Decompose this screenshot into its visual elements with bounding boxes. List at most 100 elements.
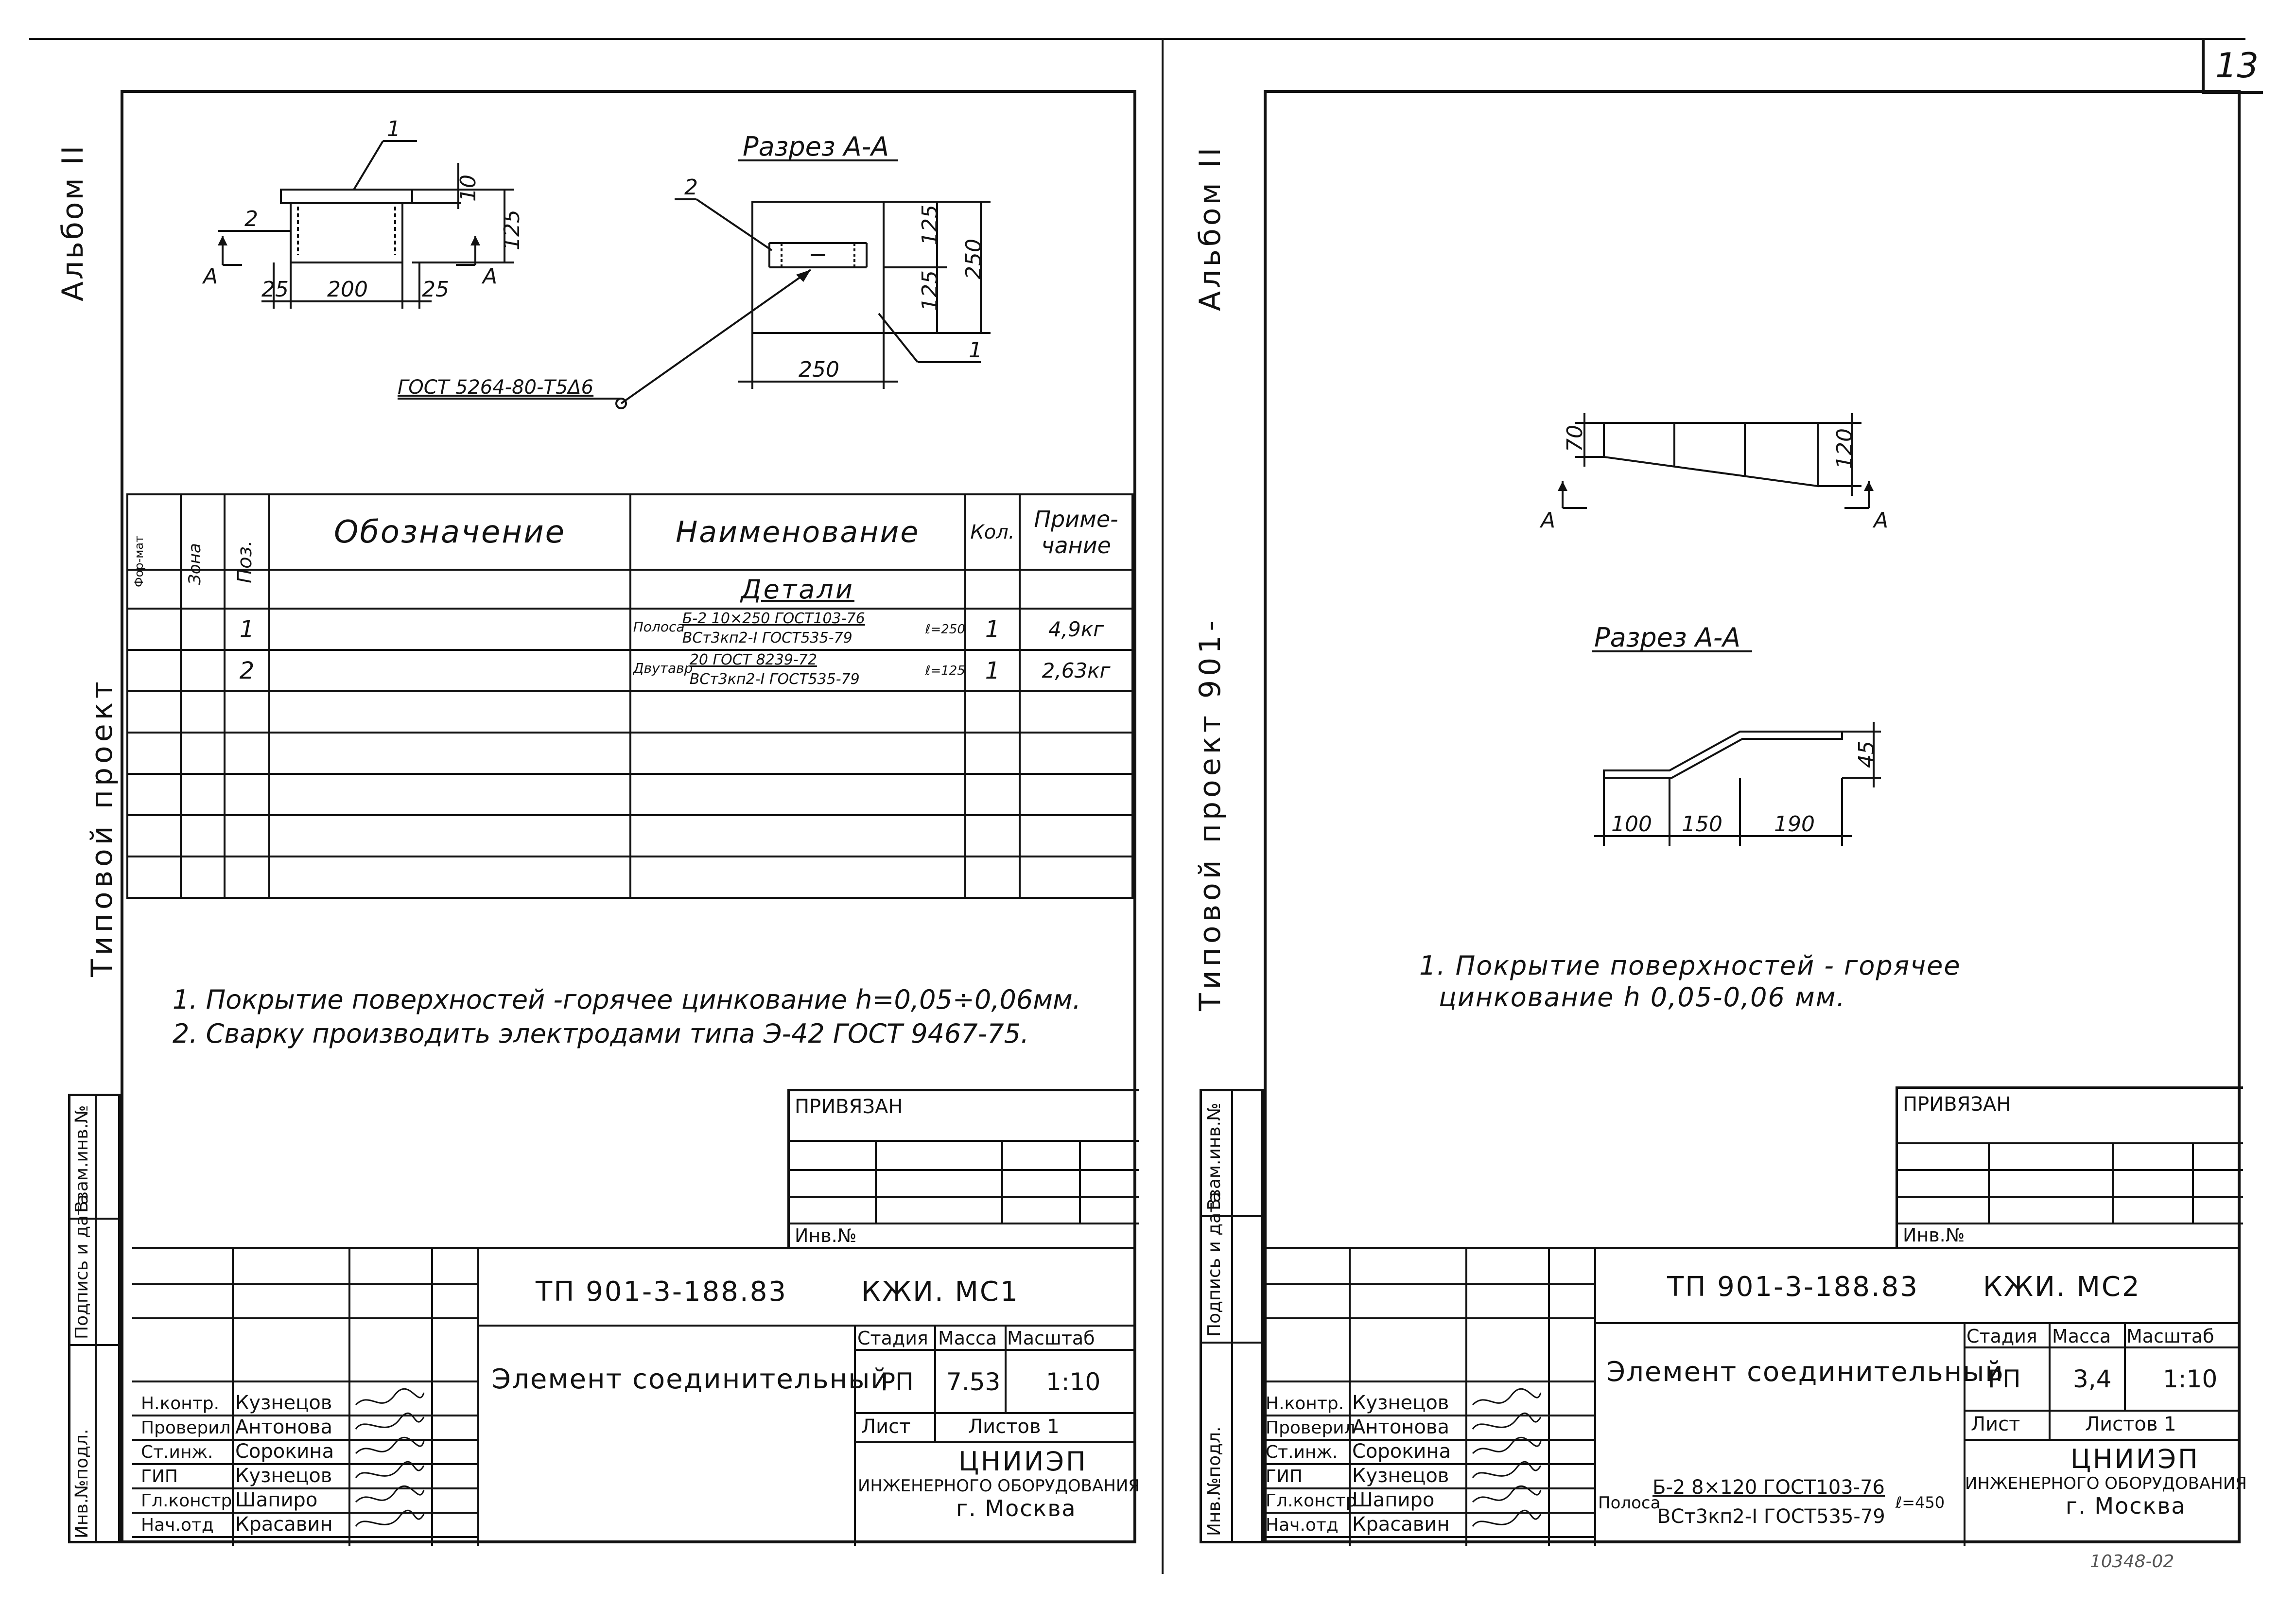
spec-header-note: Приме-чание	[1034, 506, 1118, 559]
spec-row-empty	[126, 814, 1133, 857]
section-dim-125-top: 125	[918, 205, 942, 245]
left-stage: РП	[881, 1368, 914, 1396]
right-dim-70: 70	[1563, 425, 1587, 452]
section-callout-1: 1	[969, 338, 982, 363]
right-note-1: 1. Покрытие поверхностей - горячее	[1419, 950, 1961, 981]
right-person-role-4: ГИП	[1266, 1467, 1303, 1486]
right-privyazan-block: ПРИВЯЗАН Инв.№	[1896, 1086, 2243, 1249]
left-sheets: Листов 1	[968, 1416, 1060, 1438]
left-h-mass: Масса	[938, 1328, 997, 1349]
left-person-name-2: Антонова	[235, 1416, 332, 1438]
spec-row-2-qty: 1	[985, 657, 1000, 684]
right-person-role-2: Проверил	[1266, 1418, 1356, 1438]
right-side-label-strip: Инв.№подл. Подпись и дата Взам.инв.№	[1200, 1089, 1264, 1543]
left-privyazan-block: ПРИВЯЗАН Инв.№	[787, 1089, 1139, 1249]
right-label-podpis: Подпись и дата	[1204, 1191, 1224, 1337]
spec-header-format: Фор-мат	[132, 535, 146, 587]
right-org-2: ИНЖЕНЕРНОГО ОБОРУДОВАНИЯ	[1965, 1474, 2247, 1493]
left-sheet-frame	[121, 90, 1136, 1543]
left-person-name-3: Сорокина	[235, 1440, 334, 1463]
callout-2: 2	[244, 207, 258, 231]
dim-200: 200	[327, 277, 368, 302]
right-dim-45: 45	[1854, 741, 1879, 768]
left-scale: 1:10	[1046, 1368, 1101, 1396]
spec-header-name: Наименование	[676, 515, 920, 549]
spec-row-1-qty: 1	[985, 615, 1000, 643]
right-sheets: Листов 1	[2085, 1413, 2176, 1435]
left-title-block: Н.контр. Кузнецов Проверил Антонова Ст.и…	[132, 1247, 1140, 1546]
section-mark-left: А	[202, 264, 218, 289]
right-signatures	[1472, 1388, 1542, 1527]
right-org-3: г. Москва	[2066, 1493, 2186, 1519]
right-person-role-6: Нач.отд	[1266, 1515, 1339, 1535]
callout-1: 1	[387, 117, 400, 141]
spec-header-qty: Кол.	[970, 521, 1015, 543]
right-note-2: цинкование h 0,05-0,06 мм.	[1439, 982, 1846, 1013]
right-mark-left: А	[1539, 508, 1555, 533]
right-dim-100: 100	[1611, 812, 1652, 837]
spec-section-header: Детали	[741, 574, 854, 605]
spec-row-2-prefix: Двутавр	[633, 660, 693, 676]
right-sheet: Лист	[1971, 1413, 2020, 1435]
right-sheet-frame	[1264, 90, 2241, 1543]
spec-row-2-suffix: ℓ=125	[925, 664, 965, 678]
spec-row-2-bottom: ВСт3кп2-I ГОСТ535-79	[689, 671, 860, 688]
right-person-name-1: Кузнецов	[1352, 1392, 1449, 1414]
right-dim-190: 190	[1774, 812, 1815, 837]
right-h-mass: Масса	[2052, 1326, 2111, 1347]
right-scale: 1:10	[2163, 1365, 2218, 1393]
right-section-title: Разрез А-А	[1594, 622, 1740, 653]
right-person-name-3: Сорокина	[1352, 1440, 1451, 1463]
right-h-stage: Стадия	[1966, 1326, 2037, 1347]
left-person-role-5: Гл.констр	[141, 1491, 232, 1511]
right-material-prefix: Полоса	[1598, 1493, 1661, 1513]
top-trim-line	[29, 38, 2245, 40]
left-h-stage: Стадия	[857, 1328, 928, 1349]
spec-row-1-prefix: Полоса	[633, 619, 685, 635]
dim-10: 10	[456, 175, 481, 202]
page-number: 13	[2215, 46, 2259, 86]
right-person-name-5: Шапиро	[1352, 1489, 1435, 1511]
dim-25-left: 25	[261, 277, 289, 302]
left-org-2: ИНЖЕНЕРНОГО ОБОРУДОВАНИЯ	[858, 1476, 1140, 1496]
left-spec-table: Фор-мат Зона Поз. Обозначение Наименован…	[126, 493, 1133, 899]
spec-row-empty	[126, 732, 1133, 775]
right-side-project: Типовой проект 901-	[1193, 616, 1227, 1011]
section-callout-2: 2	[684, 175, 698, 200]
spec-row-2-top: 20 ГОСТ 8239-72	[689, 651, 817, 668]
left-org-3: г. Москва	[956, 1495, 1077, 1521]
right-doc-title: Элемент соединительный	[1606, 1356, 2004, 1388]
left-person-name-4: Кузнецов	[235, 1465, 332, 1487]
spec-row-empty	[126, 856, 1133, 899]
center-divider	[1162, 38, 1164, 1574]
spec-row-2-pos: 2	[239, 657, 255, 684]
left-person-name-5: Шапиро	[235, 1489, 318, 1511]
left-person-name-6: Красавин	[235, 1513, 333, 1536]
spec-row-1-bottom: ВСт3кп2-I ГОСТ535-79	[682, 629, 852, 647]
right-person-role-1: Н.контр.	[1266, 1394, 1344, 1414]
left-drawing: 1 2 10 125 25 200 25 А А Разрез А-А 2 1 …	[202, 117, 991, 409]
left-person-role-6: Нач.отд	[141, 1515, 214, 1535]
right-label-vzam: Взам.инв.№	[1204, 1102, 1224, 1210]
right-side-album: Альбом II	[1193, 144, 1227, 311]
left-doc-title: Элемент соединительный	[492, 1363, 889, 1395]
right-org-1: ЦНИИЭП	[2070, 1444, 2200, 1474]
spec-header-pos: Поз.	[233, 540, 256, 583]
right-inv-no: Инв.№	[1903, 1224, 1965, 1246]
weld-note: ГОСТ 5264-80-Т5Δ6	[398, 376, 593, 399]
left-inv-no: Инв.№	[795, 1225, 857, 1246]
left-label-inv-podl: Инв.№подл.	[72, 1429, 92, 1538]
left-doc-code: ТП 901-3-188.83	[536, 1276, 787, 1308]
left-side-project: Типовой проект	[85, 678, 119, 977]
left-h-scale: Масштаб	[1007, 1328, 1095, 1349]
section-title: Разрез А-А	[743, 131, 889, 162]
left-label-vzam: Взам.инв.№	[72, 1105, 92, 1213]
section-dim-250-vertical: 250	[961, 239, 986, 280]
section-mark-right: А	[481, 264, 497, 289]
left-sheet: Лист	[861, 1416, 911, 1438]
right-drawing: 70 120 А А Разрез А-А 45 100 150 190	[1539, 413, 1888, 846]
spec-row-1: 1 Полоса Б-2 10×250 ГОСТ103-76 ВСт3кп2-I…	[126, 608, 1133, 651]
right-label-inv-podl: Инв.№подл.	[1204, 1426, 1224, 1536]
left-mass: 7.53	[946, 1368, 1001, 1396]
section-dim-250-horizontal: 250	[799, 357, 839, 382]
